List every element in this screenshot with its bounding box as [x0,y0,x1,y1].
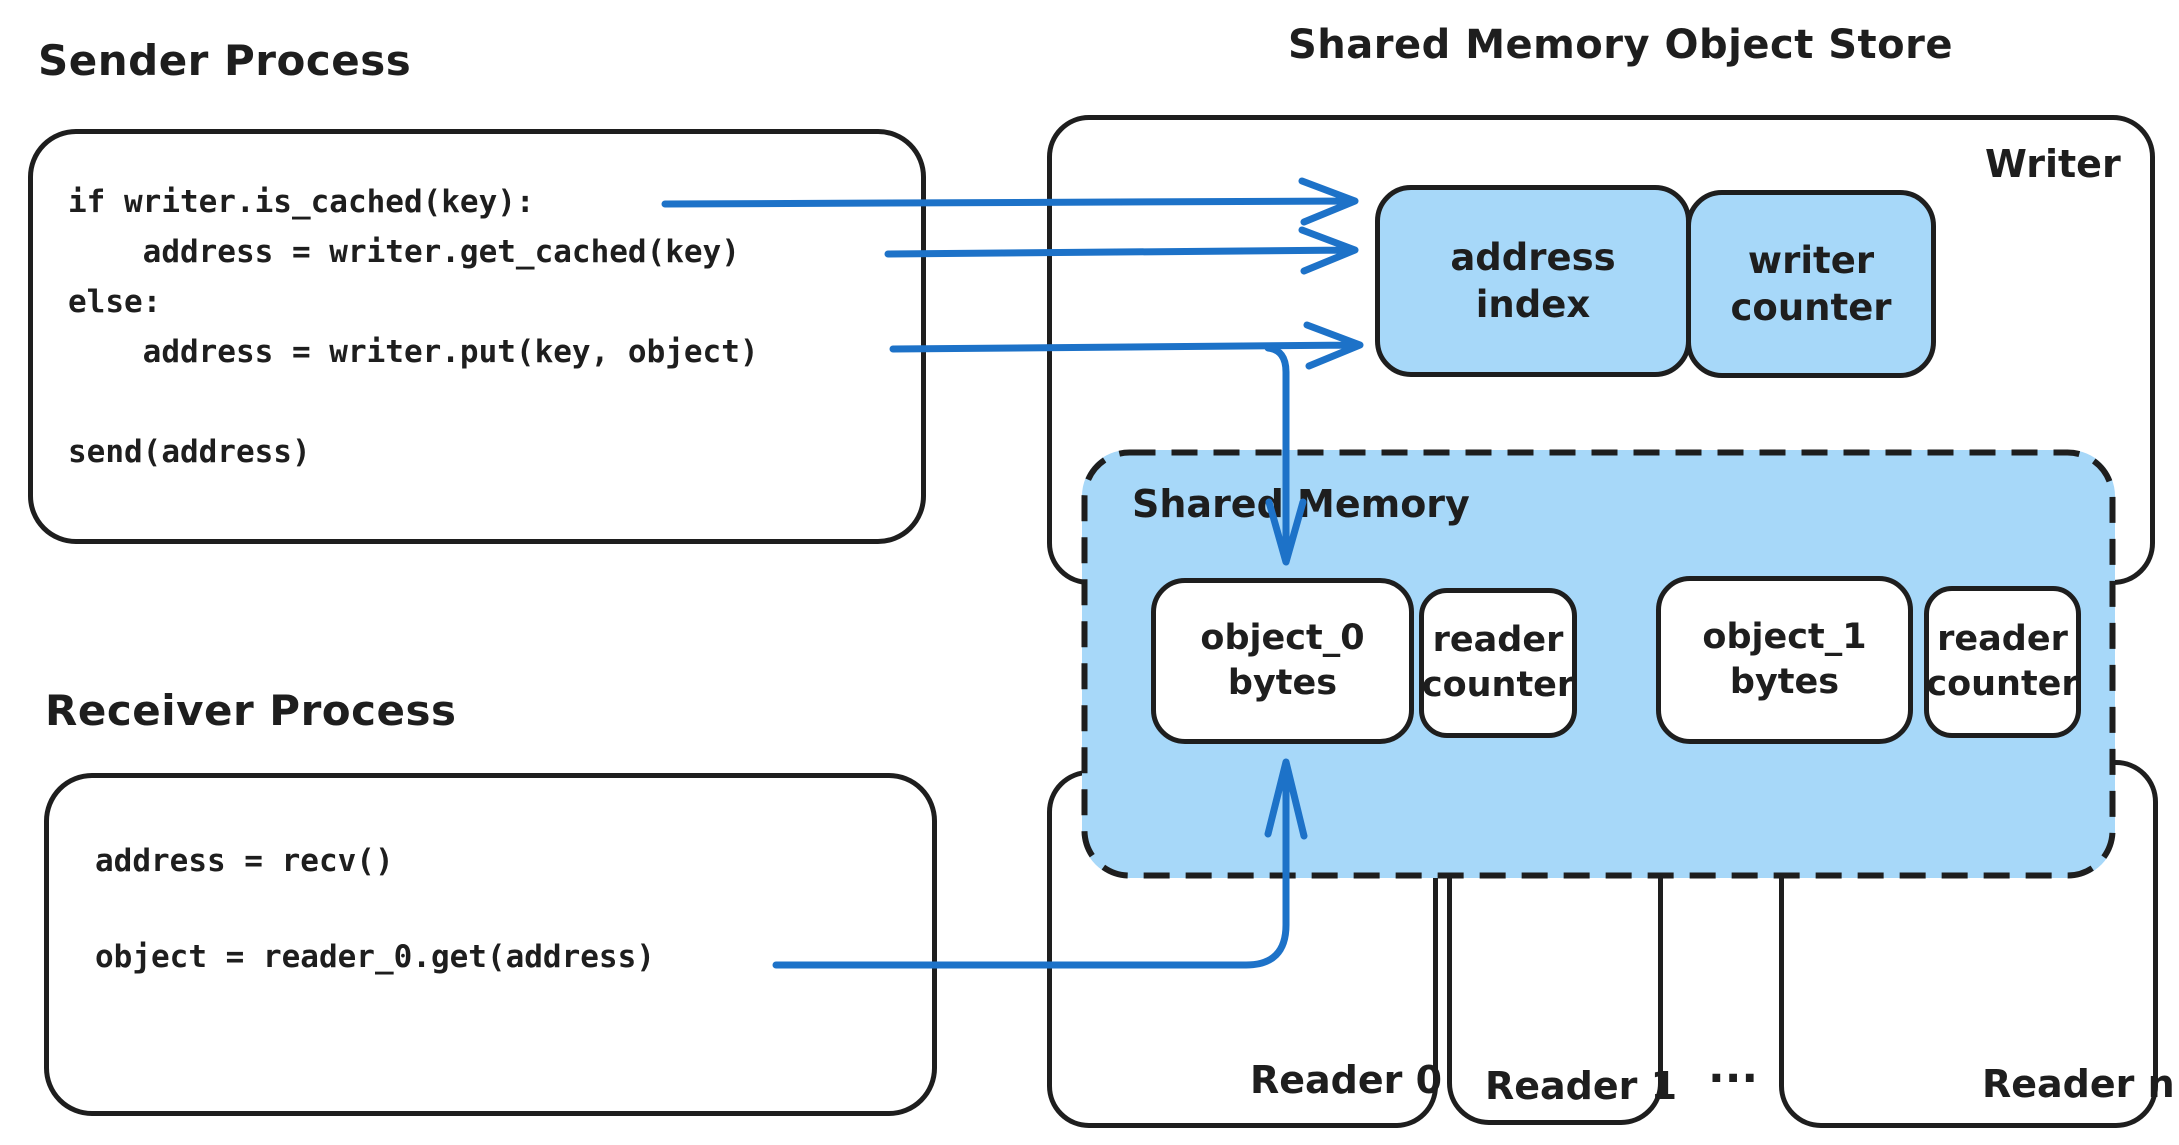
readers-ellipsis: ... [1708,1042,1759,1093]
receiver-process-title: Receiver Process [45,686,457,735]
reader-0-label: Reader 0 [1250,1058,1443,1102]
reader-counter-1-cell: reader counter [1924,586,2081,738]
shared-memory-label: Shared Memory [1132,482,1470,526]
address-index-cell: address index [1375,185,1691,377]
store-title: Shared Memory Object Store [1288,22,1954,68]
object-1-cell: object_1 bytes [1656,576,1913,744]
receiver-code: address = recv() object = reader_0.get(a… [95,843,655,975]
writer-label: Writer [1985,142,2121,186]
reader-1-label: Reader 1 [1485,1064,1678,1108]
reader-n-label: Reader n [1982,1062,2175,1106]
sender-process-title: Sender Process [38,36,412,85]
object-0-cell: object_0 bytes [1151,578,1414,744]
writer-counter-cell: writer counter [1686,190,1936,378]
reader-counter-0-cell: reader counter [1419,588,1577,738]
sender-code: if writer.is_cached(key): address = writ… [68,184,759,470]
